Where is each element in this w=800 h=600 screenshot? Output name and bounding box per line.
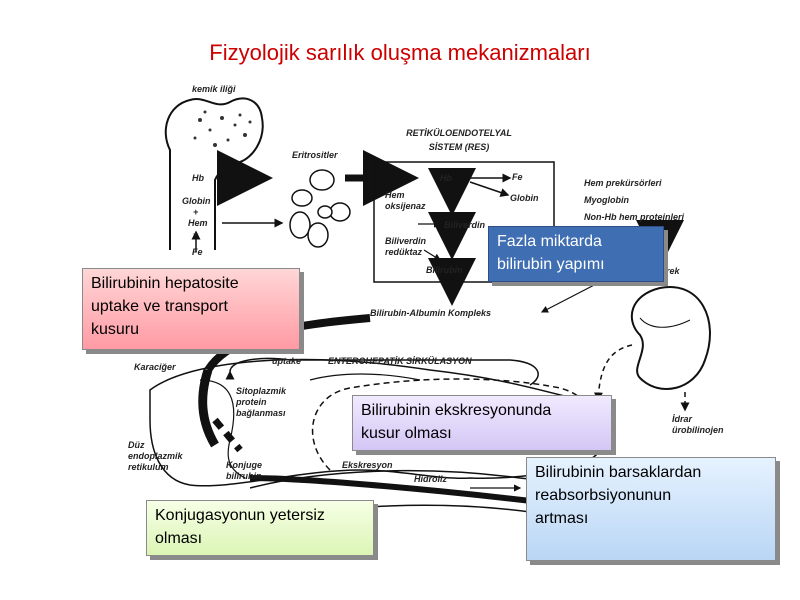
- label-enterohepatik: ENTEROHEPATİK SİRKÜLASYON: [328, 356, 472, 366]
- label-hem-left: Hem: [188, 218, 208, 228]
- callout-excretion-defect: Bilirubinin ekskresyonunda kusur olması: [352, 395, 612, 451]
- label-fe-left: Fe: [192, 247, 203, 257]
- callout-conjugation-deficiency: Konjugasyonun yetersiz olması: [146, 500, 374, 556]
- label-uptake: uptake: [272, 356, 302, 366]
- bone-marrow-illustration: [164, 97, 264, 250]
- label-biliverdin: Biliverdin: [444, 220, 486, 230]
- label-biliverdin-reduktaz-2: redüktaz: [385, 247, 423, 257]
- arrow-dashed-to-kidney: [593, 344, 633, 402]
- label-res-2: SİSTEM (RES): [428, 142, 490, 152]
- label-sitoplazmik-2: protein: [236, 397, 267, 407]
- label-ekskresyon: Ekskresyon: [342, 460, 393, 470]
- callout-excess-production: Fazla miktarda bilirubin yapımı: [488, 226, 664, 282]
- callout-line: artması: [535, 510, 589, 527]
- label-bilirubin: Bilirubin: [426, 265, 463, 275]
- label-hb-left: Hb: [192, 173, 204, 183]
- label-globin-left: Globin: [182, 196, 211, 206]
- liver-transport-path: [198, 368, 219, 448]
- label-hb-res: Hb: [440, 173, 452, 183]
- label-bilirubin-albumin: Bilirubin-Albumin Kompleks: [370, 308, 492, 318]
- label-plus-2: +: [193, 229, 199, 239]
- arrow-reduktaz: [423, 249, 442, 261]
- callout-line: reabsorbsiyonunun: [535, 487, 672, 504]
- label-duz-2: endoplazmik: [128, 451, 183, 461]
- callout-line: Fazla miktarda: [497, 233, 602, 250]
- label-karaciger: Karaciğer: [134, 362, 176, 372]
- callout-line: Bilirubinin hepatosite: [91, 275, 239, 292]
- label-hidroliz: Hidroliz: [414, 474, 447, 484]
- callout-intestinal-reabsorption: Bilirubinin barsaklardan reabsorbsiyonun…: [526, 457, 776, 561]
- arrow-excretion: [249, 475, 541, 505]
- label-bobrek: rek: [666, 266, 680, 276]
- label-globin-res: Globin: [510, 193, 539, 203]
- callout-line: bilirubin yapımı: [497, 256, 605, 273]
- callout-line: Konjugasyonun yetersiz: [155, 507, 325, 524]
- callout-line: olması: [155, 530, 203, 547]
- label-res-1: RETİKÜLOENDOTELYAL: [406, 128, 512, 138]
- arrow-fazla-to-complex: [540, 281, 601, 313]
- label-hem-oksijenaz-1: Hem: [385, 190, 405, 200]
- label-idrar-1: İdrar: [672, 414, 693, 424]
- erythrocytes-illustration: [289, 169, 351, 248]
- callout-line: kusur olması: [361, 425, 452, 442]
- label-duz-1: Düz: [128, 440, 145, 450]
- label-kemik-iligi: kemik iliği: [192, 84, 236, 94]
- label-plus-1: +: [193, 207, 199, 217]
- label-non-hb: Non-Hb hem proteinleri: [584, 212, 685, 222]
- callout-line: kusuru: [91, 321, 140, 338]
- label-sitoplazmik-1: Sitoplazmik: [236, 386, 287, 396]
- label-fe-res: Fe: [512, 172, 523, 182]
- callout-line: Bilirubinin ekskresyonunda: [361, 402, 552, 419]
- label-hem-prekursorleri: Hem prekürsörleri: [584, 178, 662, 188]
- label-eritrositler: Eritrositler: [292, 150, 338, 160]
- callout-hepatocyte-uptake: Bilirubinin hepatosite uptake ve transpo…: [82, 268, 300, 350]
- label-konjuge-1: Konjuge: [226, 460, 262, 470]
- label-hem-oksijenaz-2: oksijenaz: [385, 201, 426, 211]
- label-duz-3: retikulum: [128, 462, 169, 472]
- label-idrar-2: ürobilinojen: [672, 425, 724, 435]
- label-biliverdin-reduktaz-1: Biliverdin: [385, 236, 427, 246]
- label-konjuge-2: bilirubin: [226, 471, 262, 481]
- arrow-hb-to-globin: [469, 181, 510, 197]
- callout-line: Bilirubinin barsaklardan: [535, 464, 702, 481]
- page-title: Fizyolojik sarılık oluşma mekanizmaları: [209, 40, 591, 65]
- kidney-illustration: [630, 285, 711, 390]
- enterohepatic-line: [225, 357, 539, 386]
- callout-line: uptake ve transport: [91, 298, 228, 315]
- label-sitoplazmik-3: bağlanması: [236, 408, 286, 418]
- label-myoglobin: Myoglobin: [584, 195, 629, 205]
